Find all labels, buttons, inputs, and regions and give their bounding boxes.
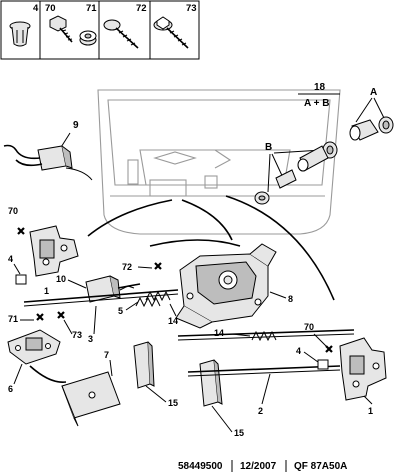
left-lock-bracket-icon: [29, 225, 79, 277]
label-70-right: 70: [304, 322, 314, 332]
label-b: B: [265, 142, 272, 153]
actuator-part-10-icon: [85, 275, 141, 303]
callout-18: 18 A + B: [298, 82, 340, 109]
clip-4-left-icon: [15, 274, 27, 285]
label-3: 3: [88, 334, 93, 344]
flange-screw-icon: [153, 16, 189, 49]
label-15-bottom: 15: [234, 428, 244, 438]
lock-barrel-a-icon: [349, 116, 394, 141]
header-label-73: 73: [186, 3, 197, 14]
rod-2-icon: [177, 329, 355, 377]
footer-code: QF 87A50A: [294, 461, 347, 472]
switch-part-9-icon: [3, 144, 93, 181]
label-1-right: 1: [368, 406, 373, 416]
label-73: 73: [72, 330, 82, 340]
footer: 58449500 12/2007 QF 87A50A: [178, 460, 347, 472]
label-8: 8: [288, 294, 293, 304]
label-2: 2: [258, 406, 263, 416]
label-71: 71: [8, 314, 18, 324]
lock-mechanism-part-8-icon: [175, 243, 277, 329]
lock-barrel-b-icon: [254, 141, 338, 205]
footer-ref: 58449500: [178, 461, 223, 472]
spring-part-14-right-icon: [251, 330, 277, 342]
label-9: 9: [73, 120, 79, 131]
label-7: 7: [104, 350, 109, 360]
header-label-71: 71: [86, 3, 97, 14]
label-a: A: [370, 87, 377, 98]
label-14-left: 14: [168, 316, 178, 326]
striker-plate-part-6-icon: [7, 329, 61, 365]
label-18: 18: [314, 82, 326, 93]
pad-part-7-icon: [61, 371, 121, 427]
label-72: 72: [122, 262, 132, 272]
label-4-right: 4: [296, 346, 301, 356]
header-label-4: 4: [33, 3, 39, 14]
clip-4-right-icon: [317, 359, 329, 370]
clip-nut-icon: [9, 21, 31, 47]
label-14-right: 14: [214, 328, 224, 338]
header-label-70: 70: [45, 3, 56, 14]
bolt-icon: [49, 15, 73, 43]
label-1-left: 1: [44, 286, 49, 296]
right-lock-bracket-icon: [339, 337, 387, 401]
nut-icon: [79, 30, 97, 46]
screw-icon: [103, 19, 139, 49]
bracket-part-15-left-icon: [133, 341, 155, 389]
label-4-left: 4: [8, 254, 13, 264]
header-label-72: 72: [136, 3, 147, 14]
bracket-part-15-bottom-icon: [199, 359, 223, 407]
spring-part-14-left-icon: [145, 290, 171, 302]
fastener-header: 4 70 71 72 73: [0, 0, 200, 60]
label-15-left: 15: [168, 398, 178, 408]
footer-date: 12/2007: [240, 461, 277, 472]
label-a-plus-b: A + B: [304, 98, 329, 109]
label-5: 5: [118, 306, 123, 316]
spring-part-5-icon: [135, 296, 161, 308]
label-10: 10: [56, 274, 66, 284]
label-6: 6: [8, 384, 13, 394]
label-70-left: 70: [8, 206, 18, 216]
